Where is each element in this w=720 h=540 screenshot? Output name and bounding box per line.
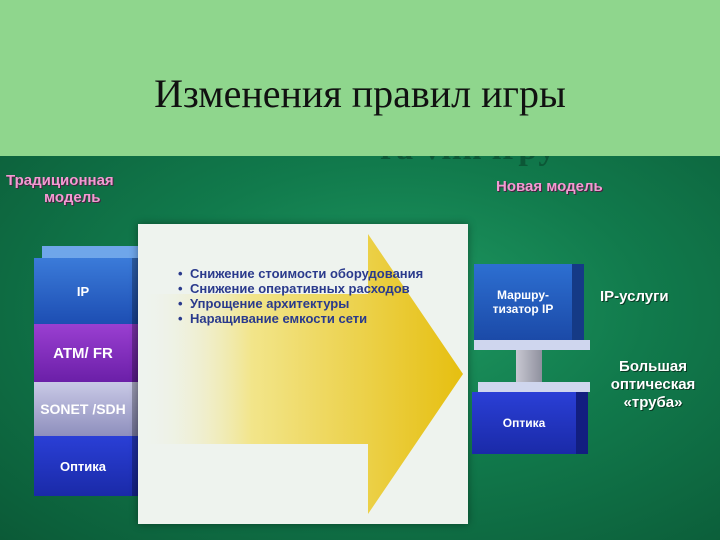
slide-title: Изменения правил игры (154, 71, 566, 116)
traditional-caption-line1: Традиционная (6, 172, 114, 189)
diagram-photo: ra vlin irpy Традиционная модель Новая м… (0, 156, 720, 540)
benefits-list: Снижение стоимости оборудования Снижение… (178, 266, 468, 326)
traditional-model-caption: Традиционная модель (6, 172, 176, 206)
big-pipe-label: Большая оптическая «труба» (610, 358, 696, 411)
ip-services-label: IP-услуги (600, 288, 669, 305)
traditional-caption-line2: модель (44, 189, 101, 206)
benefit-item: Упрощение архитектуры (178, 296, 468, 311)
ip-router-block: Маршру- тизатор IP (474, 264, 584, 340)
benefit-item: Наращивание емкости сети (178, 311, 468, 326)
ghost-title-text: ra vlin irpy (380, 156, 556, 168)
stack-atm-fr-block: ATM/ FR (34, 324, 140, 382)
router-base-face (474, 340, 590, 350)
stack-ip-block: IP (34, 258, 140, 324)
new-model-caption: Новая модель (496, 178, 603, 195)
optics-block: Оптика (472, 392, 588, 454)
traditional-stack: IP ATM/ FR SONET /SDH Оптика (34, 246, 140, 496)
benefit-item: Снижение стоимости оборудования (178, 266, 468, 281)
optics-top-face (478, 382, 590, 392)
stack-sonet-sdh-block: SONET /SDH (34, 382, 140, 436)
stack-optics-block: Оптика (34, 436, 140, 496)
stack-top-face (42, 246, 140, 258)
benefits-panel: Снижение стоимости оборудования Снижение… (138, 224, 468, 524)
benefit-item: Снижение оперативных расходов (178, 281, 468, 296)
slide-title-band: Изменения правил игры (0, 0, 720, 156)
